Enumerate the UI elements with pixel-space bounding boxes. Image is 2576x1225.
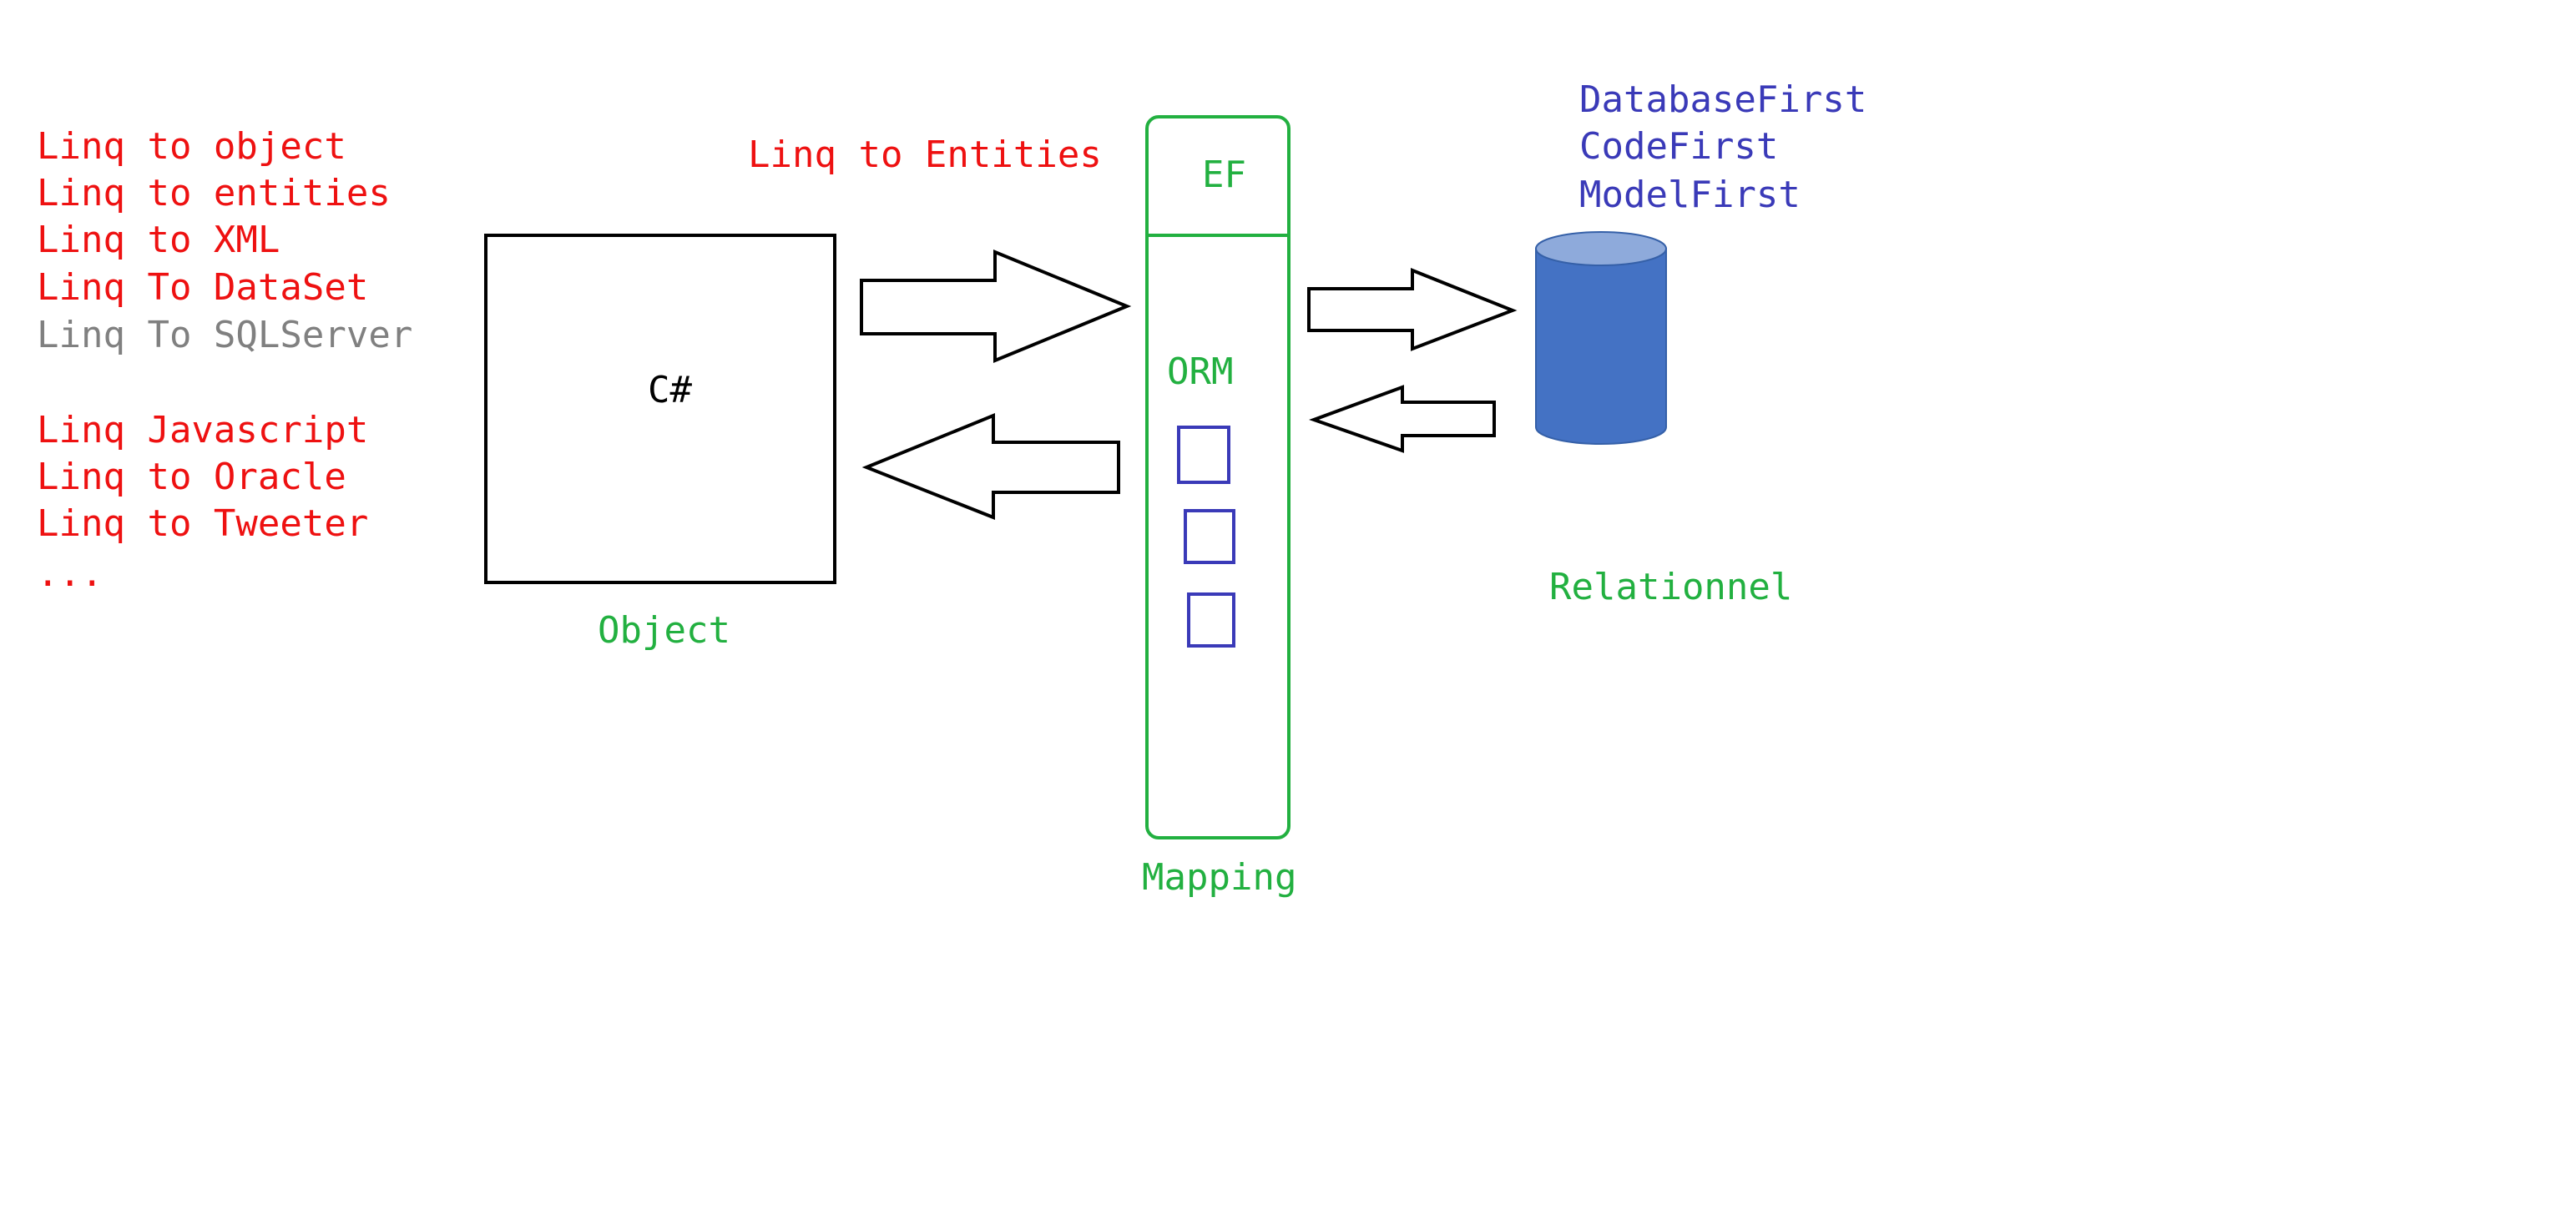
object-caption: Object — [598, 609, 730, 652]
mapping-square-3 — [1187, 592, 1235, 648]
relationnel-caption: Relationnel — [1549, 566, 1793, 608]
db-approach-item: DatabaseFirst — [1579, 78, 1867, 121]
db-approach-item: CodeFirst — [1579, 125, 1779, 168]
linq-item: ... — [37, 552, 104, 595]
arrow-object-to-orm — [860, 250, 1132, 363]
db-approach-item: ModelFirst — [1579, 174, 1801, 216]
ef-label: EF — [1202, 154, 1246, 196]
linq-item: Linq to Tweeter — [37, 502, 369, 545]
linq-item: Linq to object — [37, 125, 346, 168]
orm-column — [1145, 115, 1291, 839]
linq-item: Linq to entities — [37, 172, 391, 214]
database-cylinder-icon — [1535, 231, 1667, 445]
arrow-orm-to-object — [861, 413, 1120, 520]
object-box — [484, 234, 836, 584]
object-inner-label: C# — [648, 369, 692, 411]
linq-item: Linq To SQLServer — [37, 314, 413, 356]
arrow-db-to-orm — [1309, 385, 1496, 453]
arrow-orm-to-db — [1307, 268, 1518, 351]
linq-item: Linq to Oracle — [37, 456, 346, 498]
mapping-square-1 — [1177, 426, 1230, 484]
linq-item: Linq To DataSet — [37, 266, 369, 309]
linq-item: Linq to XML — [37, 219, 280, 261]
linq-to-entities-label: Linq to Entities — [748, 134, 1102, 176]
linq-item: Linq Javascript — [37, 409, 369, 451]
orm-label: ORM — [1167, 350, 1234, 393]
mapping-caption: Mapping — [1142, 856, 1297, 899]
mapping-square-2 — [1184, 509, 1235, 564]
